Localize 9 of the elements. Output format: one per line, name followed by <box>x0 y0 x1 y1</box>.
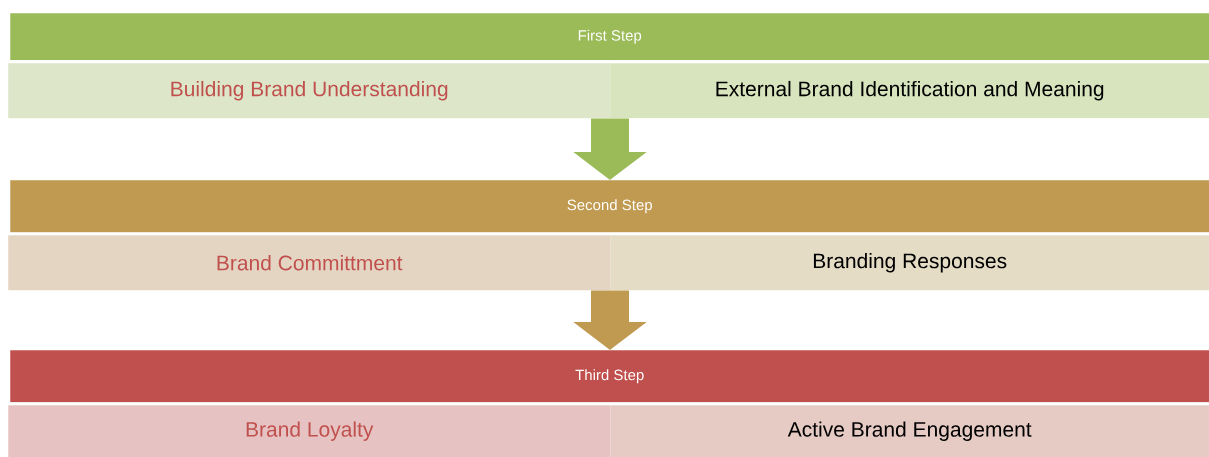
text-band: Branding Responses <box>610 235 1209 291</box>
step-band: Third Step <box>10 350 1209 403</box>
text-band: External Brand Identification and Meaning <box>610 63 1209 119</box>
text-band: Building Brand Understanding <box>8 63 611 119</box>
step-band: Second Step <box>10 180 1209 233</box>
step-band: First Step <box>10 13 1209 61</box>
text-band: Brand Committment <box>8 235 611 291</box>
text-band: Brand Loyalty <box>8 405 611 457</box>
text-band: Active Brand Engagement <box>610 405 1209 457</box>
